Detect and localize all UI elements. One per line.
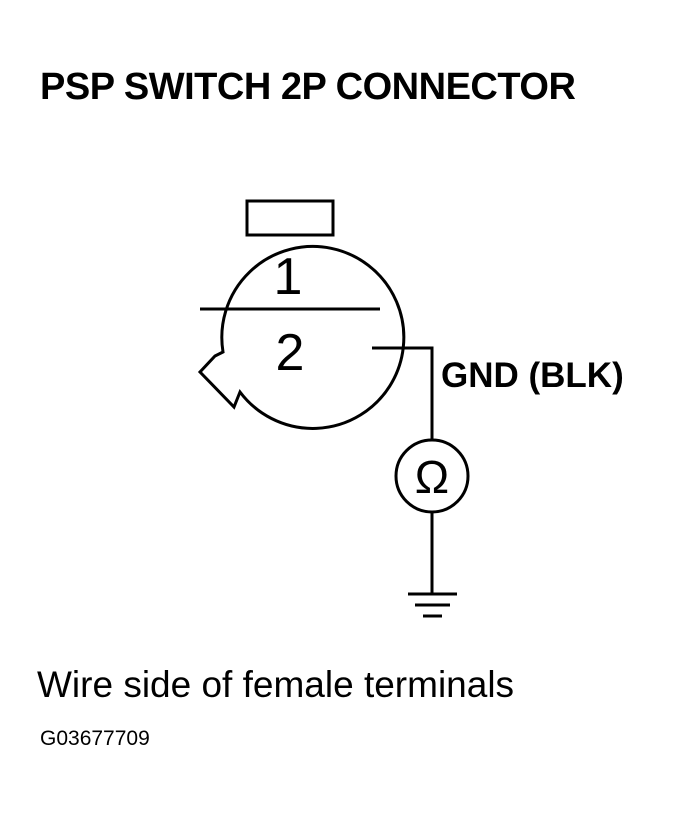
connector-latch bbox=[245, 199, 335, 237]
terminal-1-label: 1 bbox=[274, 248, 303, 306]
terminal-2-label: 2 bbox=[276, 324, 305, 382]
wire-label: GND (BLK) bbox=[441, 356, 624, 395]
diagram-title: PSP SWITCH 2P CONNECTOR bbox=[40, 66, 576, 108]
ohm-symbol: Ω bbox=[415, 451, 449, 503]
diagram-caption: Wire side of female terminals bbox=[37, 664, 515, 705]
connector-body bbox=[197, 244, 406, 430]
ohmmeter-icon: Ω bbox=[394, 438, 470, 514]
gnd-wire bbox=[372, 346, 434, 440]
ground-icon bbox=[408, 592, 457, 618]
figure-code: G03677709 bbox=[40, 727, 150, 750]
